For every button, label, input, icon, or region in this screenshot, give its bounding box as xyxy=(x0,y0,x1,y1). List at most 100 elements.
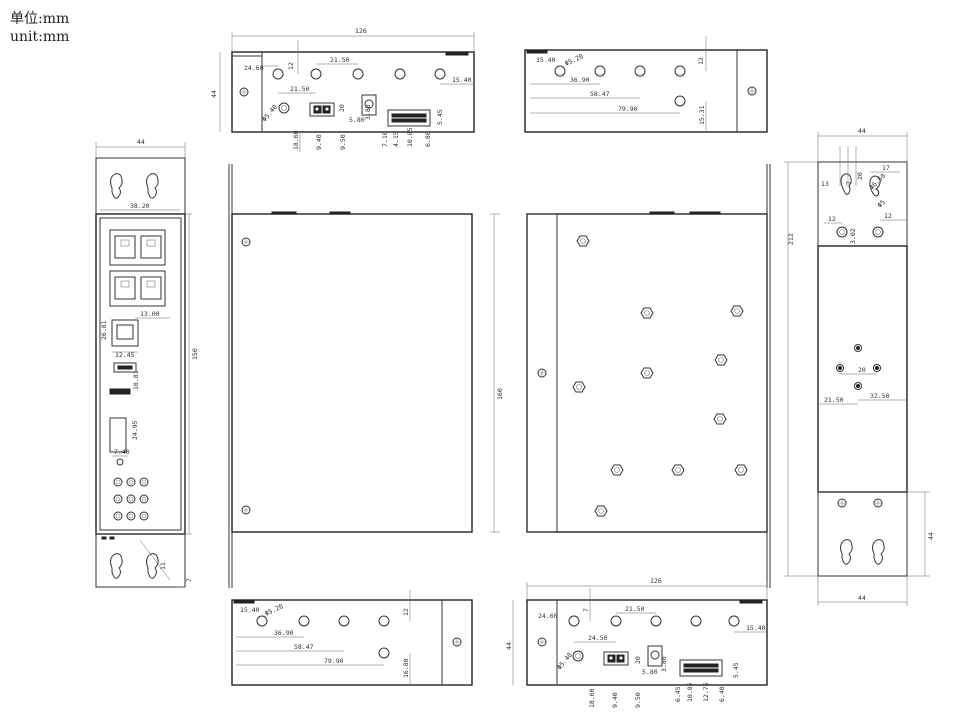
side-right-body xyxy=(526,213,768,533)
led-width-label: 7.40 xyxy=(114,448,130,456)
vent-hole xyxy=(728,615,740,627)
mount-slot-icon xyxy=(146,553,159,579)
power-terminal xyxy=(309,102,335,117)
unit-label-zh: 单位:mm xyxy=(10,11,70,27)
tl-b10-label: 3.80 xyxy=(660,656,668,672)
bottom-v1-label: 12 xyxy=(697,57,705,65)
front-body xyxy=(95,213,186,535)
top-view-body xyxy=(231,51,475,133)
top-view-lower: 126 44 24.60 21.50 24.50 15.40 7 Φ5.40 2… xyxy=(505,577,768,708)
reset-button-icon xyxy=(116,458,124,466)
bottom-lower-body xyxy=(231,599,473,686)
tl-v2-label: 20 xyxy=(634,656,642,664)
tl-b4-label: 5.80 xyxy=(642,668,658,676)
ground-screw xyxy=(278,102,290,114)
rear-width-bottom-label: 44 xyxy=(858,594,866,602)
top-width-label: 126 xyxy=(355,27,367,35)
top-b7-label: 10.85 xyxy=(406,127,414,147)
vent-hole xyxy=(338,615,350,627)
vent-hole xyxy=(394,68,406,80)
rear-d7-label: 20 xyxy=(856,172,864,180)
led-grid xyxy=(113,477,149,521)
mount-slot-icon xyxy=(872,539,885,565)
mount-slot-icon xyxy=(110,173,123,199)
mount-slot-icon xyxy=(146,173,159,199)
mount-slot-icon xyxy=(110,553,123,579)
front-view: 44 38.20 13.00 26.81 12.45 xyxy=(95,138,199,588)
top-b3-label: 9.50 xyxy=(339,134,347,150)
tl-left-x-label: 24.60 xyxy=(538,612,558,620)
top-b6-label: 4.15 xyxy=(392,131,400,147)
front-width-top-label: 44 xyxy=(137,138,145,146)
top-b4-label: 5.80 xyxy=(349,116,365,124)
tl-b7-label: 12.75 xyxy=(702,682,710,702)
din-hole xyxy=(854,344,862,352)
rear-screw xyxy=(836,226,848,238)
bottom-view-lower: 15.40 Φ5.20 36.90 58.47 79.90 12 16.80 xyxy=(231,590,473,686)
rj45-block xyxy=(109,270,166,307)
top-v1-label: 12 xyxy=(287,62,295,70)
rear-d1-label: 17 xyxy=(882,164,890,172)
dc-jack xyxy=(647,645,663,667)
screw-icon xyxy=(239,87,249,97)
vent-hole xyxy=(554,65,566,77)
rj45-gap-label: 13.00 xyxy=(140,310,160,318)
top-b5-label: 7.10 xyxy=(381,131,389,147)
bottom-v2-label: 15.31 xyxy=(698,105,706,125)
console-port-inner xyxy=(116,324,134,340)
vent-hole xyxy=(434,68,446,80)
rj45-port xyxy=(140,276,162,300)
top-dx1-label: 21.50 xyxy=(330,56,350,64)
top-dx2-label: 21.50 xyxy=(290,85,310,93)
vent-hole xyxy=(272,68,284,80)
rear-d3-label: 7 xyxy=(845,181,853,185)
bottom-x1-label: 36.90 xyxy=(570,76,590,84)
rear-view: 44 212 17 13 20 Φ6.50 Φ5 12 12 3.02 7 20 xyxy=(784,127,935,606)
side-left-body xyxy=(231,213,473,533)
tl-dx2-label: 24.50 xyxy=(588,634,608,642)
unit-note: 单位:mm unit:mm xyxy=(10,10,69,46)
top-view-upper: 126 44 24.60 21.50 21.50 15.40 12 Φ5.40 xyxy=(210,27,475,152)
screw-icon xyxy=(873,498,883,508)
vent-hole xyxy=(610,615,622,627)
vent-hole xyxy=(378,615,390,627)
rear-height-label: 212 xyxy=(787,233,795,245)
top-left-x-label: 24.60 xyxy=(244,64,264,72)
din-hole xyxy=(836,364,844,372)
tl-b6-label: 10.85 xyxy=(686,682,694,702)
rear-d6-label: 3.02 xyxy=(849,228,857,244)
tl-dx1-label: 21.50 xyxy=(625,605,645,613)
vent-hole xyxy=(634,65,646,77)
screw-icon xyxy=(837,498,847,508)
top-b9-label: 5.45 xyxy=(436,109,444,125)
rear-d4-label: 13 xyxy=(821,180,829,188)
tl-b5-label: 6.45 xyxy=(674,686,682,702)
side-view-right xyxy=(526,164,771,588)
mount-slot-icon xyxy=(869,175,881,197)
din-hole xyxy=(854,382,862,390)
side-view-left xyxy=(228,164,473,588)
tl-height-label: 44 xyxy=(505,642,513,650)
rear-d9-label: 32.50 xyxy=(870,392,890,400)
ground-screw xyxy=(572,650,584,662)
din-hole xyxy=(873,364,881,372)
sfp-slot xyxy=(109,417,127,453)
dc-jack xyxy=(361,94,377,116)
vent-hole xyxy=(310,68,322,80)
top-b10-label: 3.80 xyxy=(364,104,372,120)
tl-v1-label: 7 xyxy=(582,608,590,612)
rear-d8-label: 21.50 xyxy=(824,396,844,404)
vent-hole xyxy=(298,615,310,627)
bottom-left-x-label: 15.40 xyxy=(536,56,556,64)
vent-hole xyxy=(568,615,580,627)
power-terminal xyxy=(603,651,629,666)
sfp-height-label: 10.81 xyxy=(132,370,140,390)
bottom-dim-1: 11 xyxy=(159,562,167,570)
port-width-label: 12.45 xyxy=(115,351,135,359)
vent-hole xyxy=(256,615,268,627)
bottom-view-body xyxy=(524,49,768,133)
vent-hole xyxy=(378,647,390,659)
port-height-label: 26.81 xyxy=(100,320,108,340)
bottom-x2-label: 58.47 xyxy=(590,90,610,98)
